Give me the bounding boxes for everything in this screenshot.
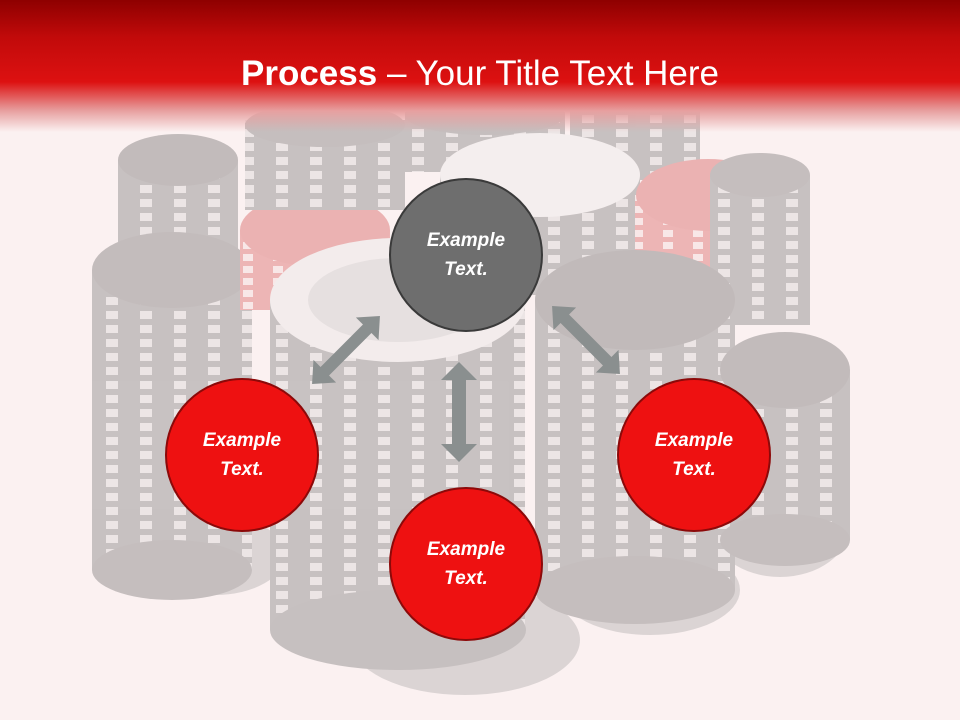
node-left: Example Text. (165, 378, 319, 532)
slide-title: Process – Your Title Text Here (0, 52, 960, 96)
node-left-label: Example Text. (202, 430, 282, 480)
node-top-label: Example Text. (426, 230, 506, 280)
arrow-vertical (441, 362, 477, 462)
arrow-top-right (552, 306, 620, 374)
node-right-label: Example Text. (654, 430, 734, 480)
node-right: Example Text. (617, 378, 771, 532)
node-bottom-label: Example Text. (426, 539, 506, 589)
node-top: Example Text. (389, 178, 543, 332)
arrow-top-left (312, 316, 380, 384)
node-bottom: Example Text. (389, 487, 543, 641)
title-rest-text: – Your Title Text Here (377, 54, 719, 93)
title-bold-text: Process (241, 54, 378, 93)
title-banner (0, 0, 960, 132)
